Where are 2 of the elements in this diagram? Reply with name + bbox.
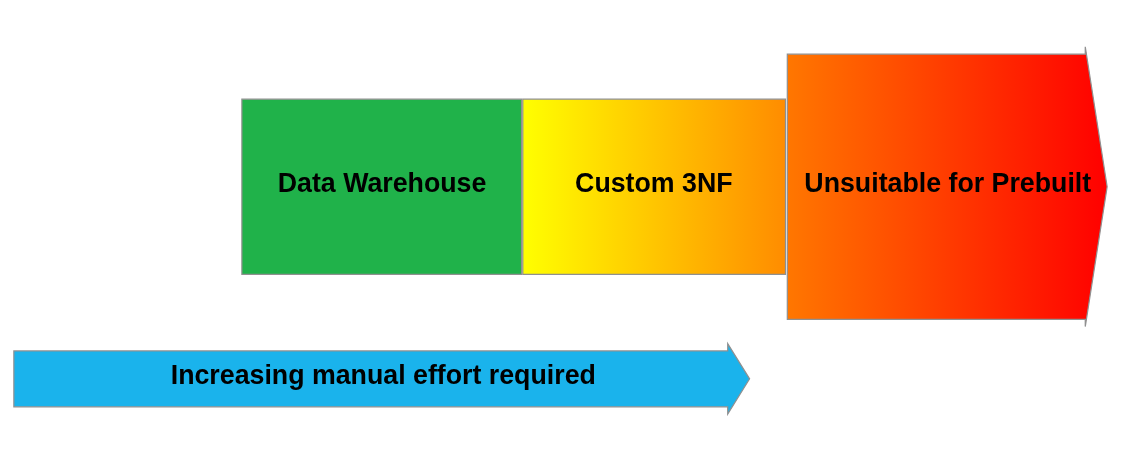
node-box: Data Warehouse (241, 98, 523, 275)
node-box: Custom 3NF (522, 98, 787, 275)
